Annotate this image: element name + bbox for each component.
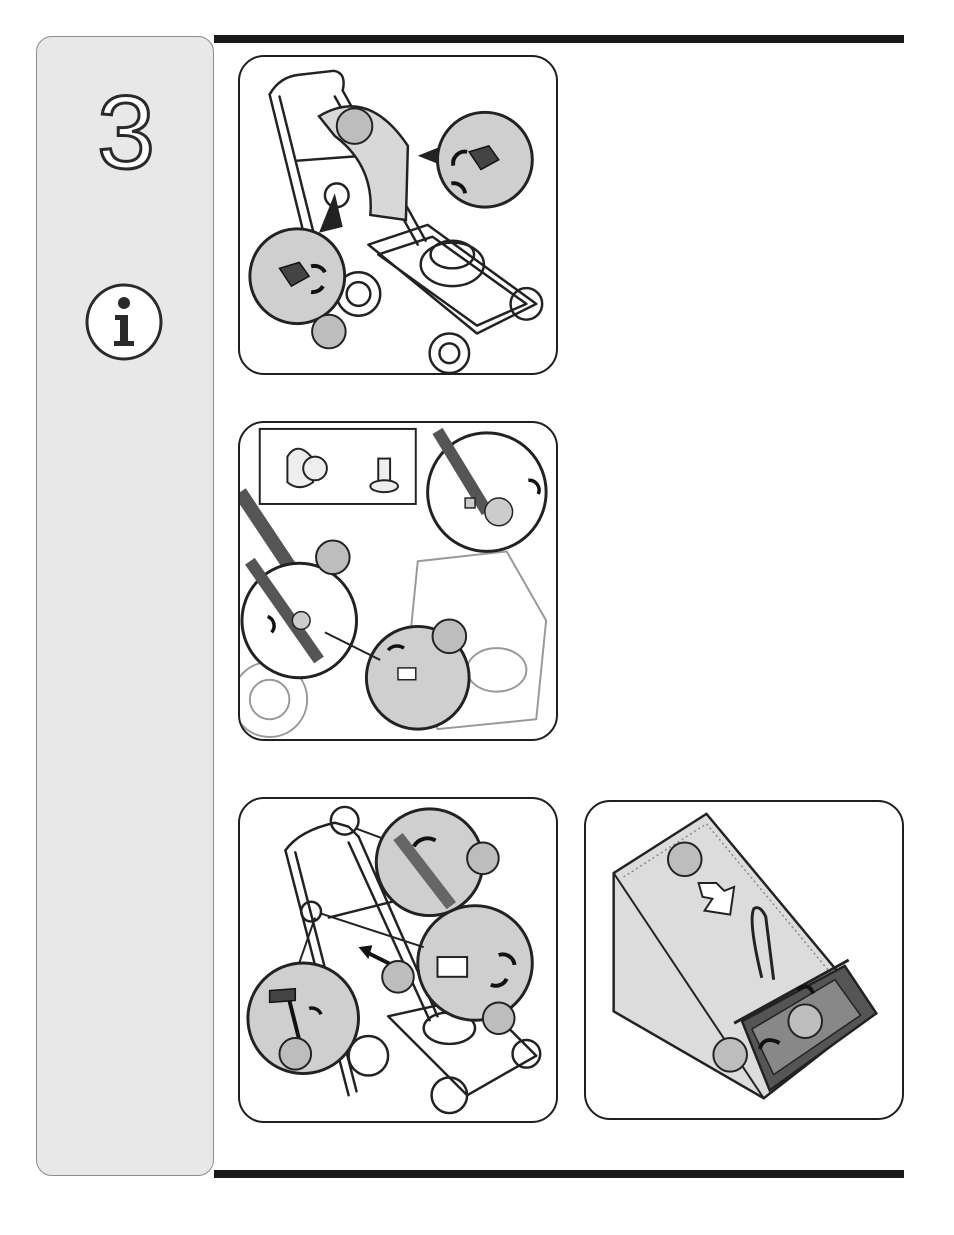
starter-rope-panel — [238, 797, 558, 1123]
grass-bag-panel — [584, 800, 904, 1120]
bottom-rule — [214, 1170, 904, 1178]
step-number: 3 — [37, 81, 215, 185]
handle-assembly-illustration — [240, 57, 556, 373]
handle-bolt-hardware-panel — [238, 421, 558, 741]
handle-bolt-hardware-illustration — [240, 423, 556, 739]
step-sidebar: 3 — [36, 36, 214, 1176]
starter-rope-illustration — [240, 799, 556, 1121]
grass-bag-illustration — [586, 802, 902, 1118]
info-icon — [83, 281, 165, 363]
handle-assembly-panel — [238, 55, 558, 375]
top-rule — [214, 35, 904, 43]
